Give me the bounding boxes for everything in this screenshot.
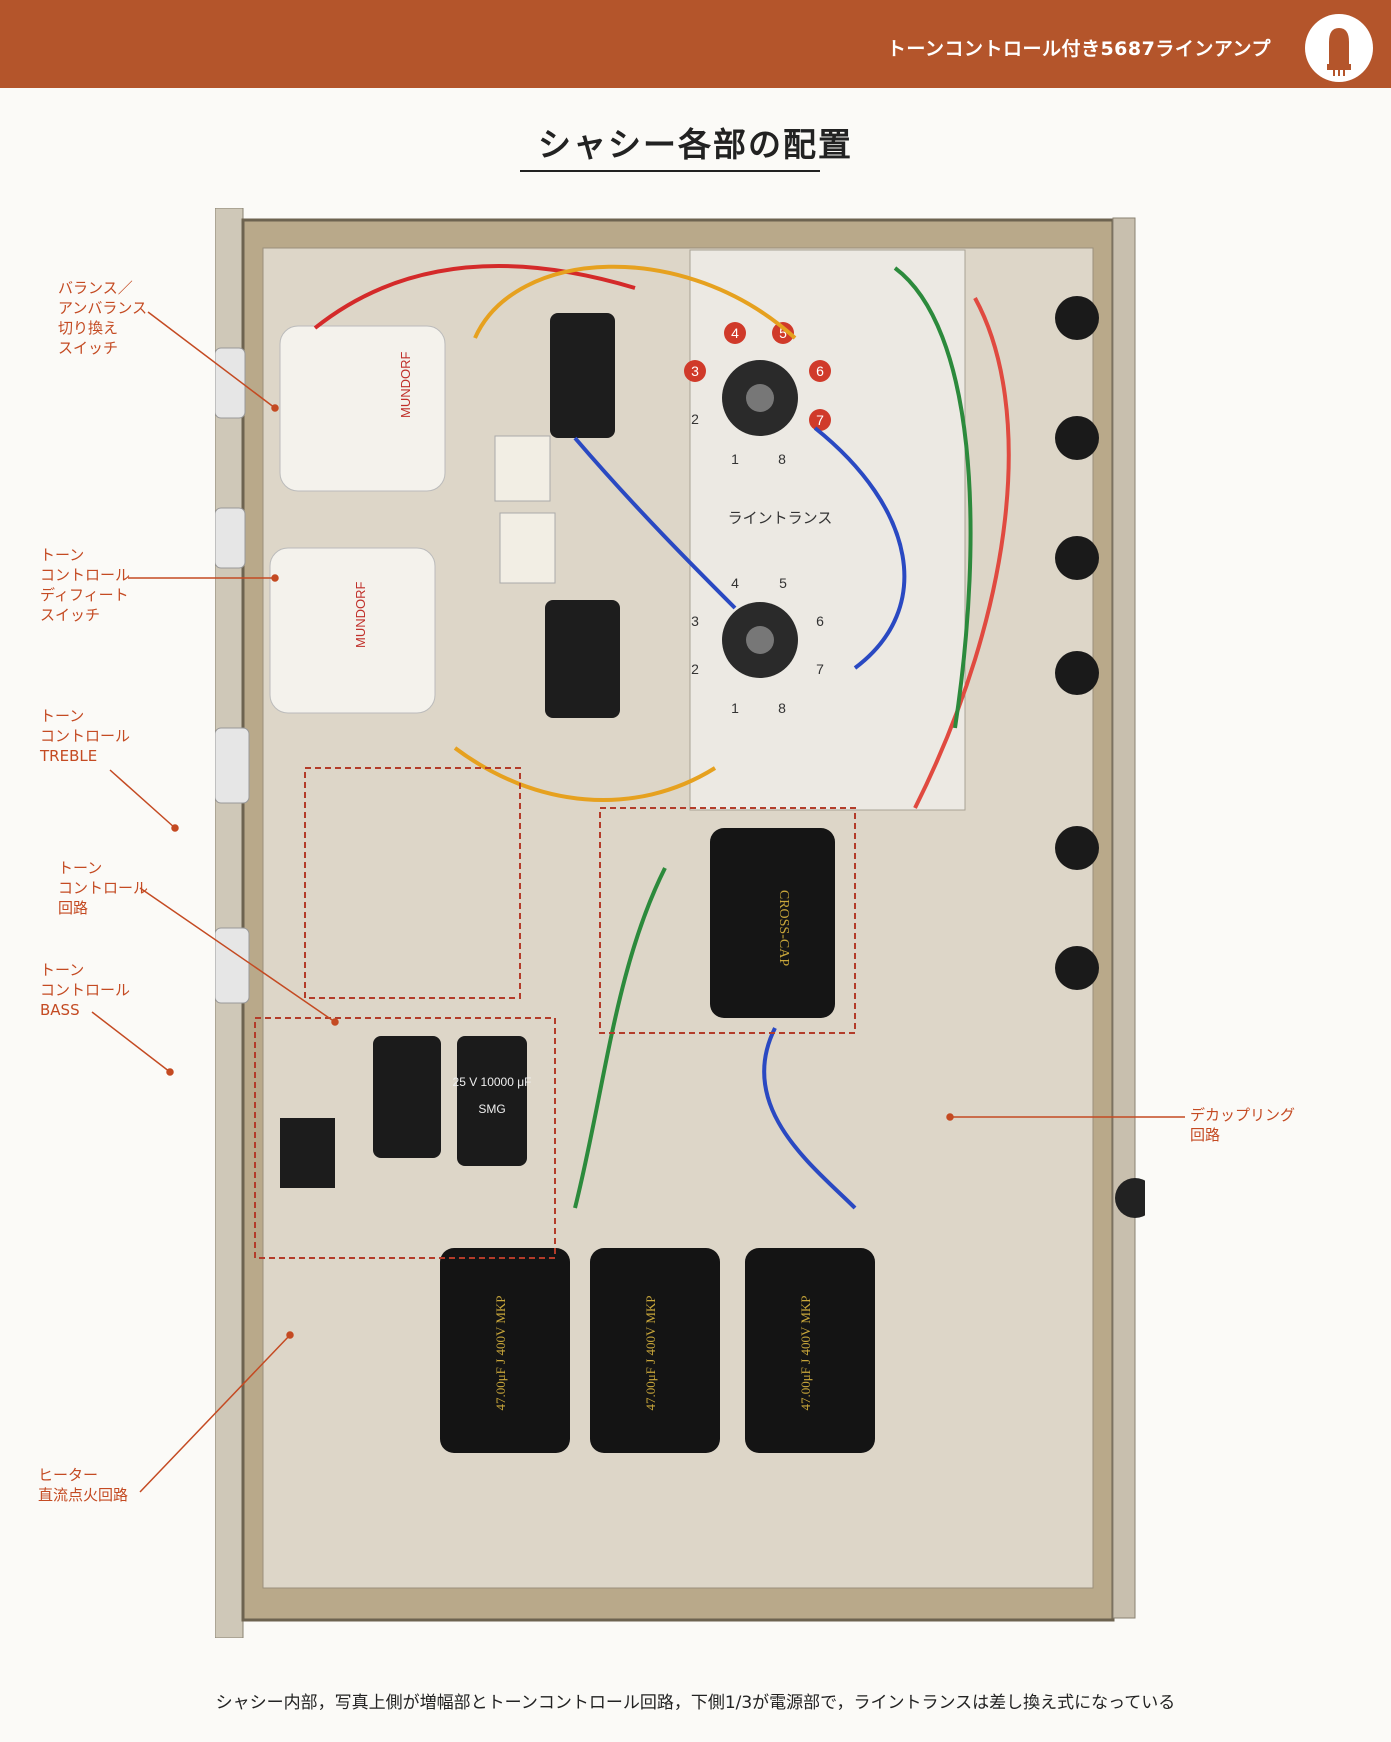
svg-text:47.00μF J 400V MKP: 47.00μF J 400V MKP	[798, 1295, 813, 1410]
pin-label: 3	[691, 613, 699, 629]
pin-label: 1	[731, 451, 739, 467]
pin-label: 8	[778, 700, 786, 716]
crosscap-power: 47.00μF J 400V MKP	[590, 1248, 720, 1453]
pin-label: 5	[779, 325, 787, 341]
tube-socket-upper	[722, 360, 798, 436]
pin-label: 1	[731, 700, 739, 716]
svg-text:47.00μF J 400V MKP: 47.00μF J 400V MKP	[643, 1295, 658, 1410]
crosscap-decoupling: CROSS-CAP	[710, 828, 835, 1018]
electrolytic-capacitor: 25 V 10000 μF SMG	[453, 1036, 532, 1166]
film-capacitor	[494, 435, 551, 502]
pin-label: 7	[816, 661, 824, 677]
ecap-capacitor	[550, 313, 615, 438]
film-capacitor	[499, 512, 556, 584]
pin-label: 8	[778, 451, 786, 467]
vacuum-tube-icon	[1305, 14, 1373, 82]
header-title: トーンコントロール付き5687ラインアンプ	[886, 38, 1271, 60]
callout-heater: ヒーター 直流点火回路	[38, 1466, 129, 1504]
pin-label: 6	[816, 613, 824, 629]
pin-label: 2	[691, 411, 699, 427]
pin-label: 5	[779, 575, 787, 591]
svg-text:25 V 10000 μF: 25 V 10000 μF	[453, 1075, 532, 1089]
pin-label: 6	[816, 363, 824, 379]
line-transformer-label: ライントランス	[728, 510, 833, 527]
callout-tone-circuit: トーン コントロール 回路	[58, 859, 149, 917]
callout-treble: トーン コントロール TREBLE	[40, 707, 131, 765]
pin-label: 4	[731, 325, 739, 341]
crosscap-power: 47.00μF J 400V MKP	[745, 1248, 875, 1453]
svg-text:47.00μF J 400V MKP: 47.00μF J 400V MKP	[493, 1295, 508, 1410]
page-heading: シャシー各部の配置	[538, 125, 853, 164]
heading-underline	[520, 170, 820, 172]
bridge-rectifier	[280, 1118, 335, 1188]
svg-text:SMG: SMG	[478, 1102, 505, 1116]
callout-balance-switch: バランス／ アンバランス 切り換え スイッチ	[58, 279, 148, 357]
header-band: トーンコントロール付き5687ラインアンプ	[0, 0, 1391, 88]
callout-bass: トーン コントロール BASS	[40, 961, 131, 1019]
mundorf-capacitor: MUNDORF	[269, 547, 436, 714]
callout-decoupling: デカップリング 回路	[1190, 1106, 1296, 1144]
callout-defeat-switch: トーン コントロール ディフィート スイッチ	[40, 546, 131, 624]
pin-label: 4	[731, 575, 739, 591]
svg-text:MUNDORF: MUNDORF	[353, 582, 368, 648]
photo-caption: シャシー内部，写真上側が増幅部とトーンコントロール回路，下側1/3が電源部で，ラ…	[215, 1693, 1176, 1713]
tube-socket-lower	[722, 602, 798, 678]
pin-label: 7	[816, 412, 824, 428]
pin-label: 2	[691, 661, 699, 677]
chassis-photo: 4 5 3 6 2 7 1 8 4 5 3 6 2 7 1 8 ライントランス …	[215, 208, 1145, 1638]
pin-label: 3	[691, 363, 699, 379]
svg-text:MUNDORF: MUNDORF	[398, 352, 413, 418]
crosscap-power: 47.00μF J 400V MKP	[440, 1248, 570, 1453]
electrolytic-capacitor	[373, 1036, 441, 1158]
heater-circuit-box	[254, 1017, 556, 1259]
svg-text:CROSS-CAP: CROSS-CAP	[776, 890, 791, 966]
tone-circuit-box	[304, 767, 521, 999]
fuse-holder	[1115, 1178, 1145, 1218]
mundorf-capacitor: MUNDORF	[279, 325, 446, 492]
ecap-capacitor	[545, 600, 620, 718]
